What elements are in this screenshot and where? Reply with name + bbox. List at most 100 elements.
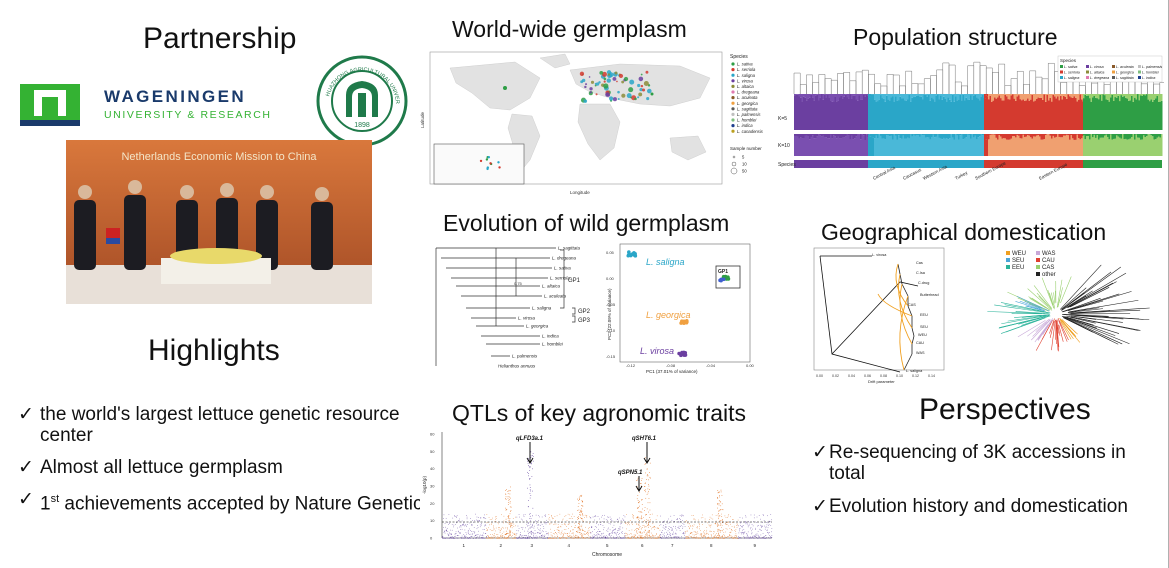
snp-point — [752, 537, 753, 539]
snp-point — [601, 536, 602, 538]
snp-point — [507, 537, 509, 539]
admixture-bar — [1060, 137, 1062, 156]
snp-point — [511, 525, 513, 526]
snp-point — [675, 527, 676, 529]
admixture-bar — [849, 134, 851, 140]
snp-point — [707, 537, 709, 538]
admixture-bar — [1086, 94, 1088, 96]
pca-ytick: 0.05 — [606, 250, 615, 255]
admixture-bar — [1083, 94, 1085, 99]
snp-point — [552, 532, 554, 534]
snp-point — [568, 518, 570, 519]
admixture-bar — [910, 134, 912, 156]
snp-point — [718, 518, 719, 520]
admixture-bar — [1001, 94, 1003, 101]
admixture-bar — [812, 134, 814, 136]
snp-point — [560, 537, 562, 539]
dendrogram-branch — [818, 74, 826, 94]
snp-point — [510, 497, 511, 499]
snp-point — [566, 537, 567, 539]
snp-point — [518, 537, 519, 539]
admixture-bar — [997, 97, 999, 130]
snp-point — [639, 511, 641, 513]
snp-point — [463, 534, 465, 535]
snp-point — [645, 489, 646, 491]
snp-point — [654, 526, 655, 528]
admixture-bar — [889, 94, 891, 101]
snp-point — [768, 520, 770, 522]
admixture-bar — [824, 136, 826, 156]
admixture-bar — [810, 134, 812, 137]
snp-point — [658, 527, 659, 529]
admixture-bar — [1024, 134, 1026, 138]
pca-xtick: -0.12 — [626, 363, 636, 368]
snp-point — [548, 537, 550, 539]
radial-branch — [1057, 318, 1069, 341]
snp-point — [646, 532, 647, 534]
radial-branch — [1033, 285, 1052, 309]
snp-point — [752, 528, 753, 530]
snp-point — [447, 533, 449, 535]
admixture-bar — [1076, 94, 1078, 102]
admixture-bar — [1125, 97, 1127, 130]
snp-point — [510, 486, 511, 488]
treemix-node-label: C.drug — [918, 281, 929, 285]
admixture-bar — [958, 134, 960, 140]
admixture-bar — [988, 134, 990, 140]
dendrogram-branch — [1041, 78, 1049, 94]
snp-point — [448, 537, 450, 539]
snp-point — [546, 533, 548, 534]
admixture-bar — [1125, 134, 1127, 139]
snp-point — [708, 537, 710, 539]
snp-point — [614, 532, 615, 533]
snp-point — [536, 524, 538, 526]
snp-point — [505, 537, 506, 539]
snp-point — [443, 514, 445, 516]
dendrogram-branch — [1029, 70, 1037, 94]
admixture-bar — [836, 134, 838, 139]
snp-point — [486, 514, 488, 515]
admixture-bar — [977, 137, 979, 156]
admixture-bar — [931, 134, 933, 138]
admixture-bar — [863, 134, 865, 136]
snp-point — [744, 536, 746, 538]
radial-branch — [1062, 316, 1097, 329]
snp-point — [667, 533, 668, 535]
snp-point — [578, 509, 580, 511]
snp-point — [666, 537, 668, 539]
taxon-label: L. virosa — [518, 316, 536, 321]
admixture-bar — [1108, 134, 1110, 140]
snp-point — [659, 524, 660, 526]
snp-point — [632, 515, 634, 517]
snp-point — [689, 532, 691, 534]
snp-point — [573, 534, 574, 536]
admixture-bar — [907, 137, 909, 156]
admixture-bar — [1021, 138, 1023, 156]
snp-point — [533, 527, 535, 529]
snp-point — [626, 534, 628, 536]
snp-point — [470, 518, 471, 519]
snp-point — [563, 529, 565, 530]
snp-point — [724, 537, 726, 539]
snp-point — [540, 528, 541, 530]
admixture-bar — [1156, 96, 1158, 130]
snp-point — [531, 537, 533, 539]
snp-point — [508, 499, 510, 501]
admixture-bar — [1149, 94, 1151, 102]
admixture-bar — [1001, 134, 1003, 139]
snp-point — [573, 529, 574, 531]
snp-point — [709, 519, 710, 520]
snp-point — [755, 535, 757, 537]
snp-point — [552, 537, 553, 539]
snp-point — [677, 536, 679, 537]
snp-point — [603, 535, 605, 537]
snp-point — [608, 516, 609, 518]
snp-point — [582, 537, 583, 539]
snp-point — [571, 536, 573, 537]
snp-point — [767, 531, 768, 533]
admixture-bar — [866, 94, 868, 130]
snp-point — [659, 537, 661, 538]
snp-point — [565, 524, 566, 526]
snp-point — [512, 537, 514, 539]
admixture-bar — [1064, 94, 1066, 97]
